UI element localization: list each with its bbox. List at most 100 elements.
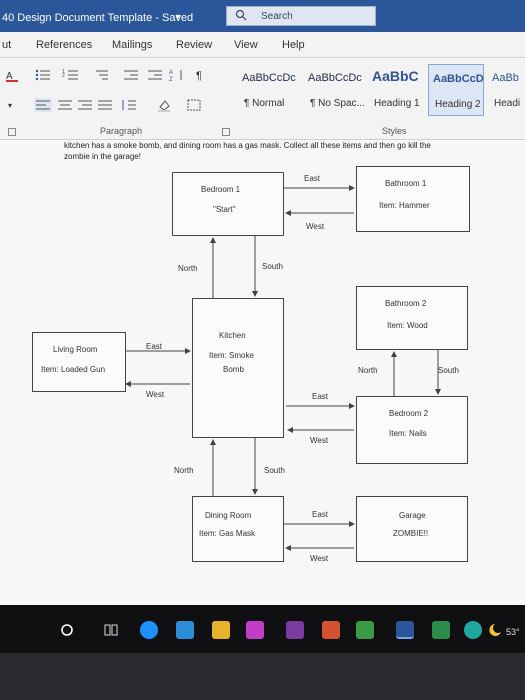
room-bedroom-2: Bedroom 2 Item: Nails: [356, 396, 468, 464]
label-lr-west: West: [146, 390, 165, 399]
line-spacing-icon[interactable]: [120, 98, 138, 112]
search-placeholder: Search: [261, 11, 293, 22]
tab-mailings[interactable]: Mailings: [112, 39, 153, 51]
label-b2-north: North: [358, 366, 378, 375]
style-no-spacing[interactable]: AaBbCcDc ¶ No Spac...: [304, 64, 366, 116]
svg-text:1: 1: [62, 69, 65, 75]
align-left-icon[interactable]: [34, 98, 52, 112]
label-b1-north: North: [178, 264, 198, 273]
decrease-indent-icon[interactable]: [122, 68, 140, 82]
svg-text:Z: Z: [169, 77, 173, 82]
document-title: 40 Design Document Template - Saved: [2, 12, 194, 24]
tab-view[interactable]: View: [234, 39, 258, 51]
shading-icon[interactable]: [156, 98, 174, 112]
bullets-icon[interactable]: [34, 68, 52, 82]
room-garage-name: Garage: [399, 511, 426, 520]
intro-paragraph: kitchen has a smoke bomb, and dining roo…: [64, 140, 494, 162]
styles-gallery: AaBbCcDc ¶ Normal AaBbCcDc ¶ No Spac... …: [238, 64, 525, 122]
search-icon: [235, 9, 247, 21]
label-d-west: West: [310, 554, 329, 563]
label-k-east: East: [312, 392, 329, 401]
app-icon[interactable]: [432, 621, 450, 639]
room-living-room: Living Room Item: Loaded Gun: [32, 332, 126, 392]
styles-group-label: Styles: [382, 126, 407, 136]
room-bathroom-1: Bathroom 1 Item: Hammer: [356, 166, 470, 232]
align-right-icon[interactable]: [76, 98, 94, 112]
show-formatting-icon[interactable]: ¶: [192, 68, 210, 82]
label-k-west: West: [310, 436, 329, 445]
room-dining-room: Dining Room Item: Gas Mask: [192, 496, 284, 562]
temperature: 53°: [506, 627, 520, 637]
title-bar: 40 Design Document Template - Saved ▾ Se…: [0, 0, 525, 32]
label-b1-south: South: [262, 262, 283, 271]
room-garage-detail: ZOMBIE!!: [393, 529, 429, 538]
font-group-launcher-icon[interactable]: [8, 128, 16, 136]
tab-references[interactable]: References: [36, 39, 93, 51]
document-page[interactable]: kitchen has a smoke bomb, and dining roo…: [0, 140, 525, 605]
font-color-icon[interactable]: A: [4, 68, 22, 82]
intro-line-2: zombie in the garage!: [64, 152, 141, 161]
style-no-spacing-preview: AaBbCcDc: [308, 72, 362, 84]
style-heading-2-preview: AaBbCcD: [433, 73, 484, 85]
room-garage: Garage ZOMBIE!!: [356, 496, 468, 562]
teams-icon[interactable]: [246, 621, 264, 639]
svg-text:▾: ▾: [8, 101, 12, 110]
outlook-icon[interactable]: [176, 621, 194, 639]
style-heading-1[interactable]: AaBbC Heading 1: [368, 64, 424, 116]
tab-layout[interactable]: ut: [2, 39, 12, 51]
svg-text:A: A: [6, 71, 13, 82]
borders-icon[interactable]: [186, 98, 204, 112]
label-d-east: East: [312, 510, 329, 519]
ribbon-tabs: ut References Mailings Review View Help: [0, 32, 525, 58]
room-kitchen-detail-1: Item: Smoke: [209, 351, 254, 360]
style-heading-2[interactable]: AaBbCcD Heading 2: [428, 64, 484, 116]
help-icon[interactable]: [464, 621, 482, 639]
align-center-icon[interactable]: [56, 98, 74, 112]
task-view-icon[interactable]: [104, 623, 118, 637]
onenote-icon[interactable]: [286, 621, 304, 639]
weather-icon[interactable]: [488, 623, 502, 637]
style-heading-3[interactable]: AaBb Headi: [488, 64, 524, 116]
style-heading-1-label: Heading 1: [374, 98, 420, 109]
tab-help[interactable]: Help: [282, 39, 305, 51]
room-living-room-detail: Item: Loaded Gun: [41, 365, 106, 374]
ribbon-more-icon[interactable]: ▾: [4, 98, 22, 112]
label-b1-west: West: [306, 222, 325, 231]
file-explorer-icon[interactable]: [212, 621, 230, 639]
title-dropdown-icon[interactable]: ▾: [176, 12, 181, 21]
label-b1-east: East: [304, 174, 321, 183]
room-kitchen-name: Kitchen: [219, 331, 246, 340]
room-bedroom-2-name: Bedroom 2: [389, 409, 429, 418]
start-search-icon[interactable]: [60, 623, 74, 637]
search-box[interactable]: Search: [226, 6, 376, 26]
style-no-spacing-label: ¶ No Spac...: [310, 98, 365, 109]
room-bedroom-1: Bedroom 1 "Start": [172, 172, 284, 236]
multilevel-list-icon[interactable]: [92, 68, 110, 82]
label-k-north: North: [174, 466, 194, 475]
room-dining-room-name: Dining Room: [205, 511, 252, 520]
paragraph-group-launcher-icon[interactable]: [222, 128, 230, 136]
monitor-bezel: [0, 653, 525, 700]
style-heading-1-preview: AaBbC: [372, 68, 419, 84]
paragraph-group-label: Paragraph: [100, 126, 143, 136]
room-kitchen: Kitchen Item: Smoke Bomb: [192, 298, 284, 438]
increase-indent-icon[interactable]: [146, 68, 164, 82]
svg-text:¶: ¶: [196, 70, 202, 82]
room-dining-room-detail: Item: Gas Mask: [199, 529, 256, 538]
edge-icon[interactable]: [140, 621, 158, 639]
store-icon[interactable]: [356, 621, 374, 639]
svg-text:2: 2: [62, 73, 65, 79]
powerpoint-icon[interactable]: [322, 621, 340, 639]
word-icon[interactable]: [396, 621, 414, 639]
justify-icon[interactable]: [96, 98, 114, 112]
room-bathroom-2-detail: Item: Wood: [387, 321, 428, 330]
diagram-connectors: [125, 185, 441, 551]
tab-review[interactable]: Review: [176, 39, 213, 51]
room-bathroom-2: Bathroom 2 Item: Wood: [356, 286, 468, 350]
style-normal[interactable]: AaBbCcDc ¶ Normal: [238, 64, 302, 116]
taskbar: 53°: [0, 605, 525, 653]
label-k-south: South: [264, 466, 285, 475]
